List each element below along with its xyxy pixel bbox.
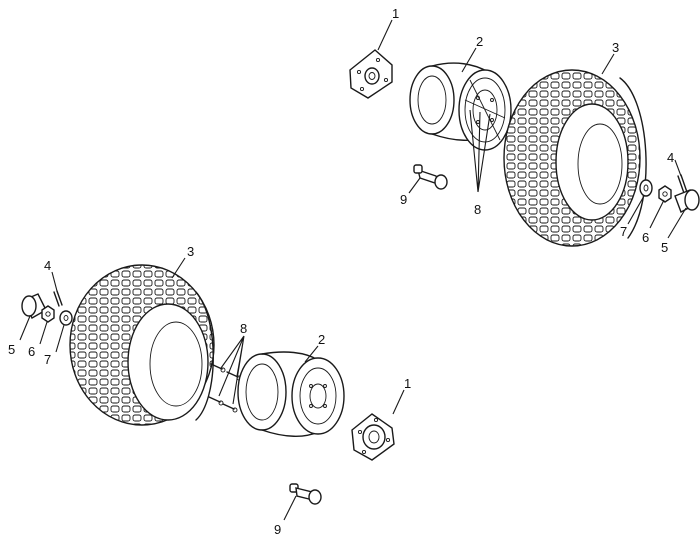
lower-rim: [237, 351, 345, 437]
lower-bolts: [208, 363, 242, 413]
upper-callout-9: 9: [400, 192, 407, 207]
lower-washer: [59, 310, 73, 326]
lower-callout-1: 1: [404, 376, 411, 391]
lower-callout-5: 5: [8, 342, 15, 357]
lower-nut: [41, 305, 55, 323]
lower-callout-9: 9: [274, 522, 281, 537]
upper-hub-cap: [674, 189, 700, 213]
upper-nut: [658, 185, 672, 203]
lower-callout-7: 7: [44, 352, 51, 367]
upper-wheel-assembly: 1 2 3 4 5 6 7 8 9: [349, 6, 700, 255]
upper-tire: [503, 69, 647, 247]
upper-rim: [409, 62, 512, 151]
upper-hub-plate: [349, 49, 393, 99]
lower-callout-2: 2: [318, 332, 325, 347]
upper-callout-6: 6: [642, 230, 649, 245]
lower-valve-stem: [289, 483, 322, 505]
upper-callout-5: 5: [661, 240, 668, 255]
lower-callout-6: 6: [28, 344, 35, 359]
lower-callout-3: 3: [187, 244, 194, 259]
lower-hub-plate: [351, 413, 395, 461]
upper-callout-1: 1: [392, 6, 399, 21]
upper-washer: [639, 179, 653, 197]
lower-tire: [69, 264, 215, 426]
lower-wheel-assembly: 4 5 6 7 3 8 2 1 9: [8, 244, 411, 537]
lower-hub-cap: [21, 293, 47, 319]
lower-cotter-pin: [53, 290, 63, 307]
lower-callout-8: 8: [240, 321, 247, 336]
upper-callout-4: 4: [667, 150, 674, 165]
upper-valve-stem: [413, 164, 448, 190]
upper-callout-2: 2: [476, 34, 483, 49]
upper-callout-7: 7: [620, 224, 627, 239]
upper-callout-8: 8: [474, 202, 481, 217]
upper-callout-3: 3: [612, 40, 619, 55]
lower-callout-4: 4: [44, 258, 51, 273]
